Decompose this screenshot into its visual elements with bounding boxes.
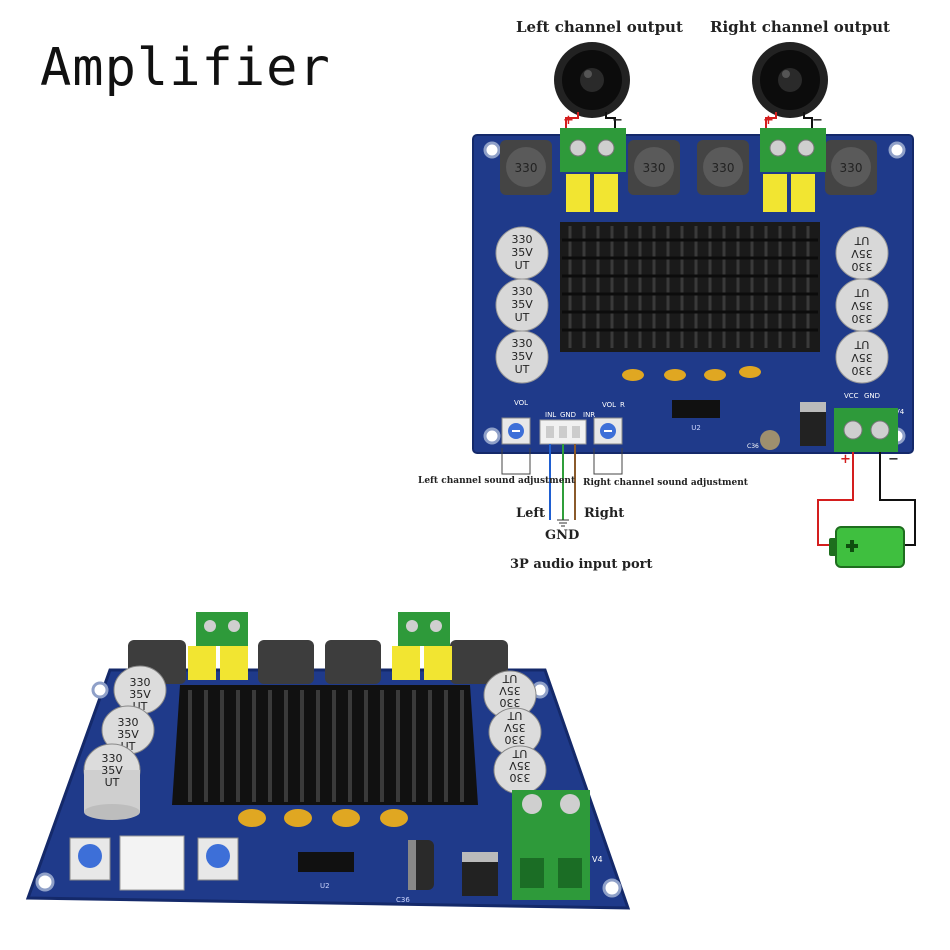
ic-chip <box>298 852 354 872</box>
svg-text:U2: U2 <box>691 424 701 432</box>
page-title: Amplifier <box>40 38 331 98</box>
svg-text:330: 330 <box>118 716 139 729</box>
svg-text:330: 330 <box>512 233 533 246</box>
right-channel-output-label: Right channel output <box>710 18 890 36</box>
right-minus-sign: − <box>812 113 823 128</box>
svg-text:35V: 35V <box>509 759 531 772</box>
svg-text:330: 330 <box>643 161 666 175</box>
inl-label: INL <box>545 411 556 419</box>
amplifier-board-photo: 330 35V UT 330 35V UT 330 35V UT 330 35V… <box>25 612 631 910</box>
capacitor: 330 35V UT <box>493 745 547 795</box>
svg-text:330: 330 <box>102 752 123 765</box>
power-minus-sign: − <box>888 452 899 467</box>
svg-text:C36: C36 <box>396 896 410 904</box>
svg-text:35V: 35V <box>511 298 533 311</box>
heatsink <box>172 685 478 805</box>
svg-text:330: 330 <box>852 364 873 377</box>
svg-text:330: 330 <box>510 771 531 784</box>
wiring-diagram: 330 330 330 330 330 35V UT <box>472 42 916 568</box>
inductor: 330 <box>825 140 877 195</box>
r-label: R <box>620 401 625 409</box>
capacitor: 330 35V UT <box>495 330 549 384</box>
inductor-label: 330 <box>515 161 538 175</box>
capacitor: 330 35V UT <box>835 226 889 280</box>
svg-text:330: 330 <box>840 161 863 175</box>
svg-text:35V: 35V <box>511 350 533 363</box>
svg-text:330: 330 <box>512 337 533 350</box>
svg-text:35V: 35V <box>117 728 139 741</box>
input-right-label: Right <box>584 506 625 521</box>
svg-text:35V: 35V <box>499 684 521 697</box>
capacitor: 330 35V UT <box>495 226 549 280</box>
svg-text:C36: C36 <box>747 443 759 450</box>
left-volume-potentiometer <box>501 417 531 445</box>
svg-text:U2: U2 <box>320 882 330 890</box>
gnd-power-label: GND <box>864 392 880 400</box>
svg-text:35V: 35V <box>129 688 151 701</box>
gnd-input-label: GND <box>560 411 576 419</box>
input-gnd-label: GND <box>545 528 580 543</box>
right-volume-potentiometer <box>593 417 623 445</box>
vol-left-label: VOL <box>514 399 528 407</box>
input-port-label: 3P audio input port <box>510 557 653 572</box>
svg-text:330: 330 <box>852 312 873 325</box>
left-volume-label: Left channel sound adjustment <box>418 476 576 486</box>
svg-text:V4: V4 <box>592 855 603 864</box>
svg-text:UT: UT <box>854 286 869 299</box>
capacitor: 330 35V UT <box>495 278 549 332</box>
svg-text:UT: UT <box>515 311 530 324</box>
left-speaker-icon <box>554 42 630 118</box>
svg-text:330: 330 <box>505 733 526 746</box>
ic-chip <box>672 400 720 418</box>
svg-text:UT: UT <box>515 259 530 272</box>
svg-text:35V: 35V <box>101 764 123 777</box>
battery-icon <box>829 526 905 568</box>
right-plus-sign: + <box>763 113 774 128</box>
capacitor: 330 35V UT <box>835 330 889 384</box>
capacitor: 330 35V UT <box>101 705 155 755</box>
svg-text:330: 330 <box>712 161 735 175</box>
svg-text:UT: UT <box>512 747 527 760</box>
power-terminal <box>834 408 898 452</box>
input-left-label: Left <box>516 506 546 521</box>
svg-text:35V: 35V <box>511 246 533 259</box>
inductor: 330 <box>697 140 749 195</box>
power-terminal <box>512 790 590 900</box>
svg-text:35V: 35V <box>851 299 873 312</box>
capacitor: 330 35V UT <box>835 278 889 332</box>
capacitor: 330 35V UT <box>83 743 141 820</box>
left-minus-sign: − <box>612 113 623 128</box>
svg-text:UT: UT <box>507 709 522 722</box>
svg-text:UT: UT <box>854 338 869 351</box>
svg-text:UT: UT <box>854 234 869 247</box>
inductor: 330 <box>500 140 552 195</box>
left-plus-sign: + <box>563 113 574 128</box>
svg-text:UT: UT <box>502 672 517 685</box>
capacitor: 330 35V UT <box>488 707 542 757</box>
vol-right-label: VOL <box>602 401 616 409</box>
svg-text:35V: 35V <box>851 247 873 260</box>
svg-text:330: 330 <box>500 696 521 709</box>
right-speaker-icon <box>752 42 828 118</box>
svg-text:UT: UT <box>515 363 530 376</box>
svg-text:330: 330 <box>512 285 533 298</box>
vcc-label: VCC <box>844 392 859 400</box>
svg-text:UT: UT <box>105 776 120 789</box>
right-output-terminal <box>760 128 826 172</box>
audio-input-connector <box>119 835 185 891</box>
right-volume-label: Right channel sound adjustment <box>583 478 748 488</box>
svg-text:330: 330 <box>852 260 873 273</box>
svg-text:35V: 35V <box>851 351 873 364</box>
left-channel-output-label: Left channel output <box>516 18 683 36</box>
inr-label: INR <box>583 411 595 419</box>
svg-text:35V: 35V <box>504 721 526 734</box>
inductor: 330 <box>628 140 680 195</box>
v4-label: V4 <box>895 408 905 416</box>
heatsink <box>560 222 820 352</box>
svg-text:330: 330 <box>130 676 151 689</box>
power-plus-sign: + <box>840 452 851 467</box>
left-output-terminal <box>560 128 626 172</box>
